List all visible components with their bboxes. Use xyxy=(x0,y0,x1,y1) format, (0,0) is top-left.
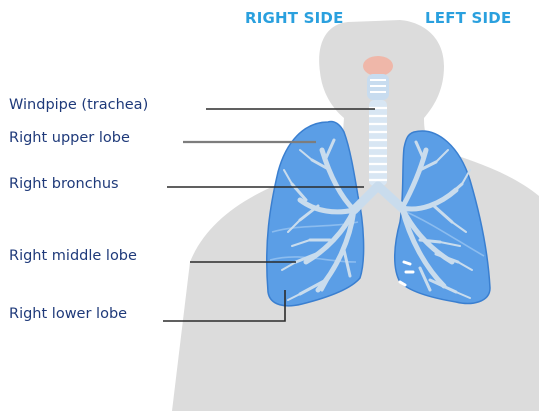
right-upper-lobe-label: Right upper lobe xyxy=(9,130,130,146)
left-side-heading: LEFT SIDE xyxy=(425,9,511,27)
right-lung xyxy=(267,121,364,305)
windpipe-label: Windpipe (trachea) xyxy=(9,97,148,113)
larynx xyxy=(363,56,393,100)
right-side-heading: RIGHT SIDE xyxy=(245,9,344,27)
trachea xyxy=(369,100,387,186)
right-bronchus-label: Right bronchus xyxy=(9,176,119,192)
right-lower-lobe-label: Right lower lobe xyxy=(9,306,127,322)
right-middle-lobe-label: Right middle lobe xyxy=(9,248,137,264)
